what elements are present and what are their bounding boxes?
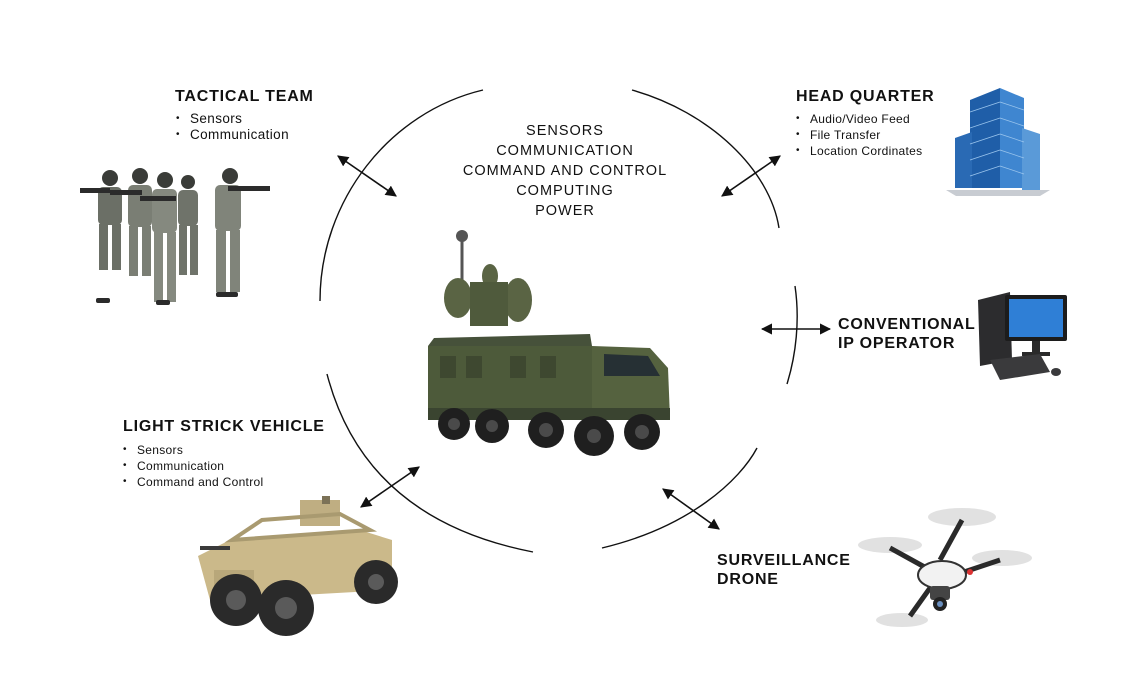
arrow-head-quarter	[721, 155, 781, 197]
list-item: Sensors	[123, 442, 263, 458]
list-item: Communication	[176, 127, 289, 143]
ip-operator-title: CONVENTIONAL IP OPERATOR	[838, 315, 976, 353]
soldier-figure	[140, 172, 177, 302]
light-vehicle-title: LIGHT STRICK VEHICLE	[123, 418, 325, 435]
ip-operator-title-line1: CONVENTIONAL	[838, 316, 976, 333]
list-item: File Transfer	[796, 127, 922, 143]
soldier-figure	[80, 170, 122, 270]
head-quarter-title: HEAD QUARTER	[796, 88, 935, 105]
capability-label: COMMAND AND CONTROL	[462, 163, 668, 179]
circle-arc-right	[786, 285, 798, 385]
capability-label: COMMUNICATION	[496, 143, 634, 159]
list-item: Communication	[123, 458, 263, 474]
drone-title: SURVEILLANCE DRONE	[717, 551, 851, 589]
ip-operator-title-line2: IP OPERATOR	[838, 335, 956, 352]
arrow-tactical-team	[337, 155, 397, 197]
list-item: Location Cordinates	[796, 143, 922, 159]
capability-label: POWER	[535, 203, 595, 219]
drone-title-line2: DRONE	[717, 571, 779, 588]
drone-title-line1: SURVEILLANCE	[717, 552, 851, 569]
head-quarter-list: Audio/Video Feed File Transfer Location …	[796, 111, 922, 159]
arrow-drone	[662, 488, 720, 530]
arrow-light-vehicle	[360, 466, 420, 508]
soldier-figure	[215, 168, 270, 292]
capability-label: SENSORS	[526, 123, 604, 139]
capability-label: COMPUTING	[516, 183, 614, 199]
list-item: Sensors	[176, 111, 289, 127]
light-vehicle-list: Sensors Communication Command and Contro…	[123, 442, 263, 490]
list-item: Audio/Video Feed	[796, 111, 922, 127]
tactical-team-list: Sensors Communication	[176, 111, 289, 143]
soldier-figure	[178, 175, 198, 275]
circle-arc-top-right	[631, 89, 780, 229]
soldier-figure	[110, 168, 152, 276]
center-capabilities: SENSORS COMMUNICATION COMMAND AND CONTRO…	[455, 121, 675, 221]
tactical-team-title: TACTICAL TEAM	[175, 88, 314, 105]
list-item: Command and Control	[123, 474, 263, 490]
